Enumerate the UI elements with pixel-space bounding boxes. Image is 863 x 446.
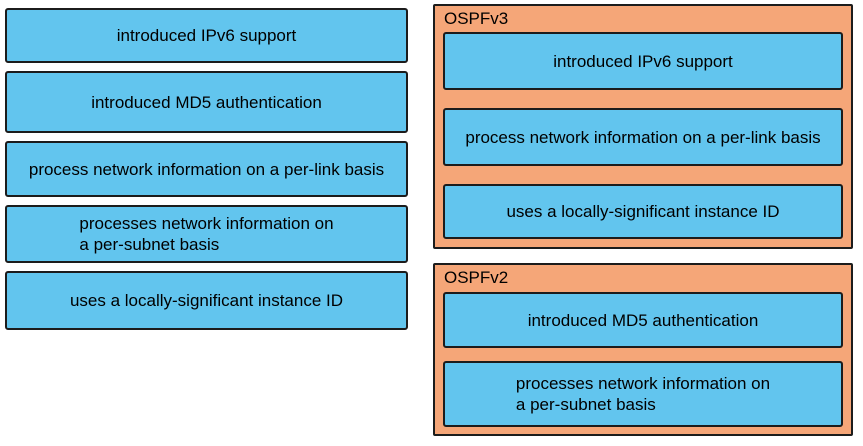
drag-option-label: introduced IPv6 support [116,26,297,45]
dropped-option-per-link-basis[interactable]: process network information on a per-lin… [443,108,843,166]
dropped-option-label: uses a locally-significant instance ID [506,202,780,221]
dropped-option-label: introduced IPv6 support [553,51,733,71]
drag-option-label: uses a locally-significant instance ID [69,291,344,310]
dropzone-ospfv3-title: OSPFv3 [444,9,509,28]
drag-option-per-link-basis[interactable]: process network information on a per-lin… [5,141,408,197]
dropped-option-label: process network information on a per-lin… [465,127,821,147]
drag-option-md5-authentication[interactable]: introduced MD5 authentication [5,71,408,133]
dropped-option-md5-authentication[interactable]: introduced MD5 authentication [443,292,843,348]
dropzone-ospfv2-title: OSPFv2 [444,268,509,287]
drag-option-label: process network information on a per-lin… [28,159,385,179]
dropped-option-ipv6-support[interactable]: introduced IPv6 support [443,32,843,90]
drag-option-instance-id[interactable]: uses a locally-significant instance ID [5,271,408,330]
drag-option-per-subnet-basis[interactable]: processes network information on a per-s… [5,205,408,263]
drag-option-label: processes network information on a per-s… [79,214,334,254]
drag-option-label: introduced MD5 authentication [91,92,322,112]
dropped-option-label: introduced MD5 authentication [527,310,759,330]
options-column: introduced IPv6 support introduced MD5 a… [5,8,408,330]
dropzone-ospfv3[interactable]: OSPFv3 introduced IPv6 support process n… [433,4,853,249]
drag-option-ipv6-support[interactable]: introduced IPv6 support [5,8,408,63]
dropped-option-per-subnet-basis[interactable]: processes network information on a per-s… [443,361,843,427]
dropped-option-label: processes network information on a per-s… [515,374,771,414]
dropped-option-instance-id[interactable]: uses a locally-significant instance ID [443,184,843,239]
dropzone-ospfv2[interactable]: OSPFv2 introduced MD5 authentication pro… [433,263,853,436]
